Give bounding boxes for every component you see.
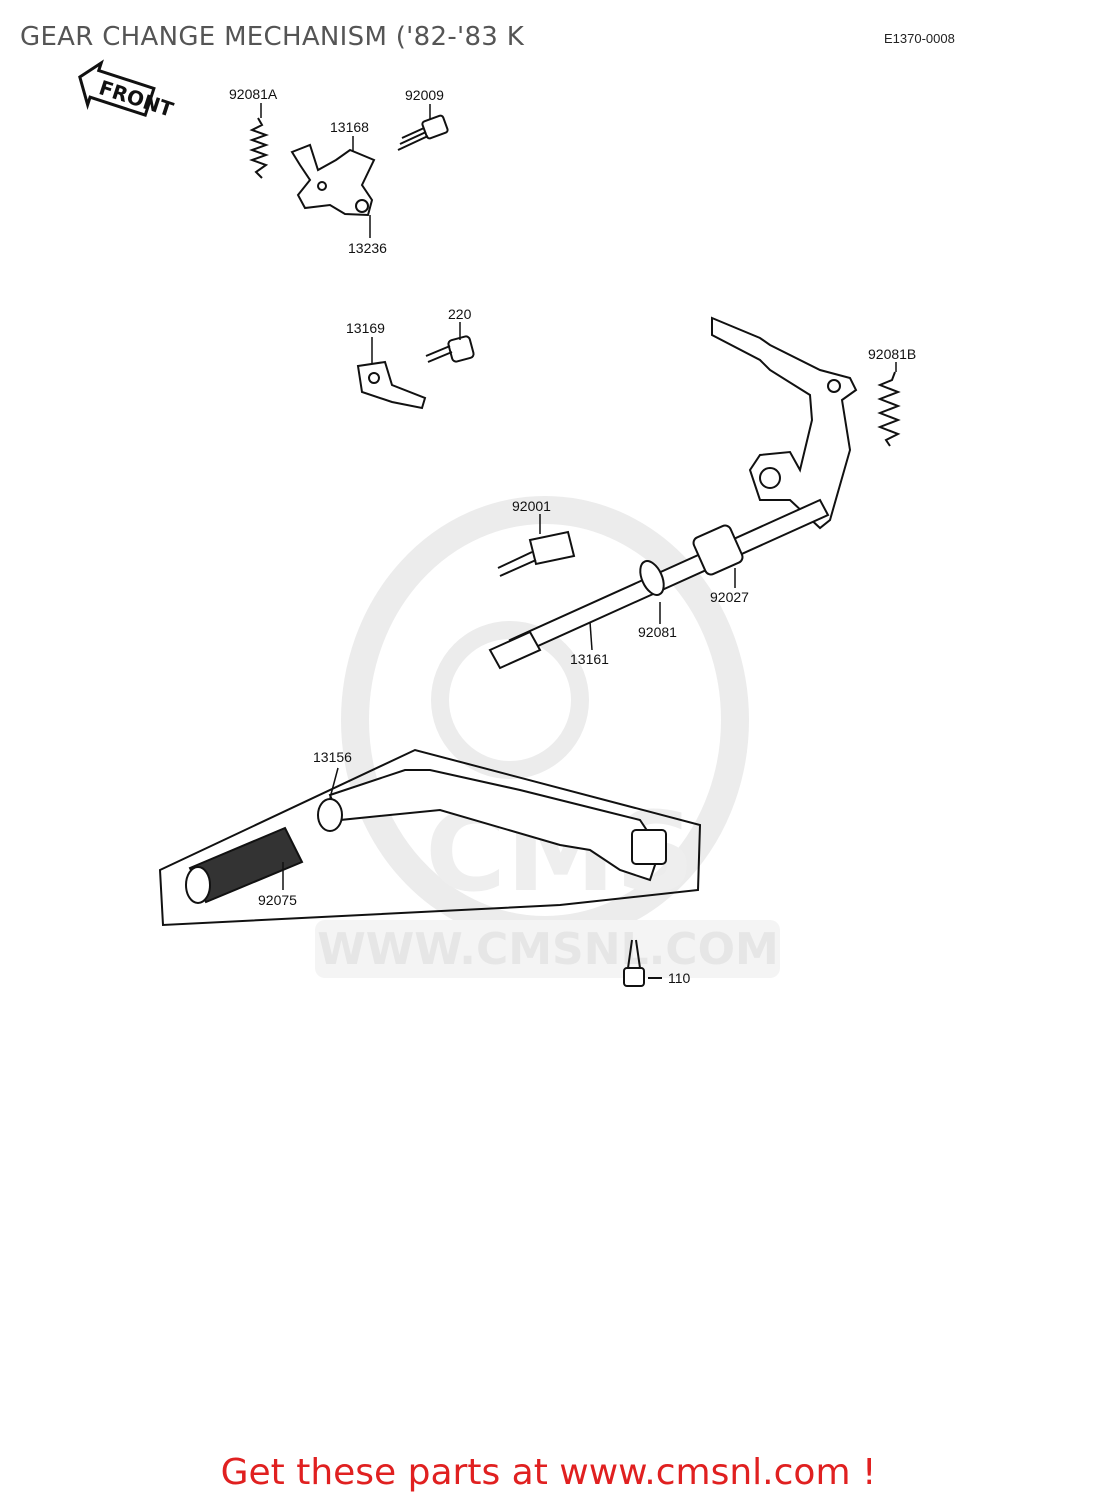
spring-92081b [877,371,901,447]
shift-shaft-13161 [488,316,858,670]
part-label: 13161 [570,651,609,667]
pedal-rubber-92075 [185,826,304,904]
part-label: 92081 [638,624,677,640]
watermark: CMS WWW.CMSNL.COM [315,496,780,978]
bolt-220 [425,335,475,363]
part-label: 110 [668,970,691,986]
shift-lever-13168 [290,143,376,217]
bracket-13169 [356,360,427,410]
part-label: 13236 [348,240,387,256]
part-labels: 92081A 92009 13168 13236 13169 220 92081… [229,86,916,986]
footer-link[interactable]: Get these parts at www.cmsnl.com ! [220,1452,877,1493]
part-label: 92027 [710,589,749,605]
bolt-110 [623,939,662,987]
watermark-url: WWW.CMSNL.COM [317,924,779,975]
part-label: 92075 [258,892,297,908]
shift-pedal-13156 [158,748,702,927]
part-label: 92001 [512,498,551,514]
part-label: 13169 [346,320,385,336]
part-label: 13156 [313,749,352,765]
bolt-92009 [397,114,449,151]
part-label: 92009 [405,87,444,103]
parts-diagram: CMS WWW.CMSNL.COM FRONT [78,59,916,987]
part-label: 92081A [229,86,278,102]
part-label: 220 [448,306,472,322]
leader-lines [260,103,897,890]
page-title: GEAR CHANGE MECHANISM ('82-'83 K [20,22,525,52]
part-label: 92081B [868,346,916,362]
spring-92081a [249,117,269,179]
bolt-92001 [497,530,576,577]
diagram-reference-code: E1370-0008 [884,31,955,46]
part-label: 13168 [330,119,369,135]
front-arrow-icon: FRONT [78,59,177,122]
